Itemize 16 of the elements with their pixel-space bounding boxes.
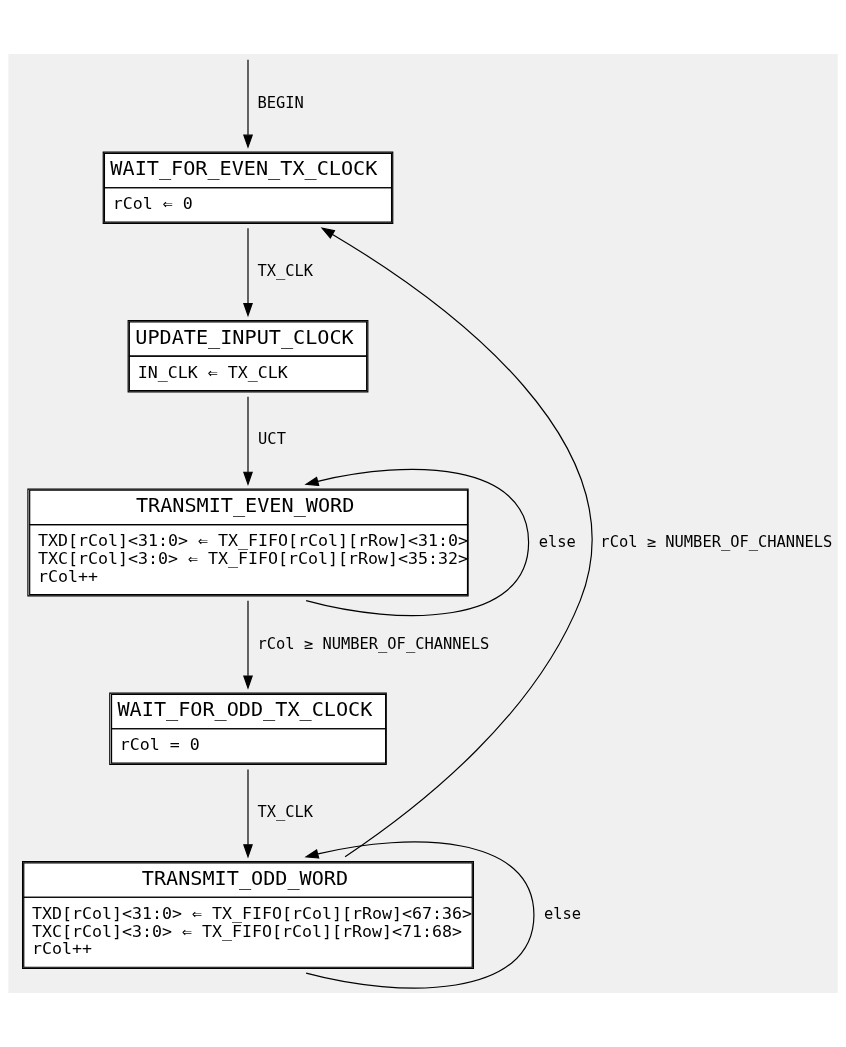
arrow [243, 59, 253, 149]
edge-label: rCol ≥ NUMBER_OF_CHANNELS [600, 532, 833, 551]
edge-label: else [544, 905, 582, 924]
edge-label: TX_CLK [257, 803, 314, 822]
arrow [304, 468, 530, 617]
arrow [243, 396, 253, 486]
edge-label: else [538, 532, 576, 551]
edge-label: UCT [258, 430, 286, 449]
edge-label: BEGIN [257, 93, 304, 112]
arrow [243, 227, 253, 318]
edge-label: rCol ≥ NUMBER_OF_CHANNELS [257, 634, 490, 653]
arrow [320, 227, 592, 858]
arrow [304, 841, 535, 989]
arrow [243, 600, 253, 690]
arrow [243, 768, 253, 859]
edge-label: TX_CLK [257, 262, 314, 281]
